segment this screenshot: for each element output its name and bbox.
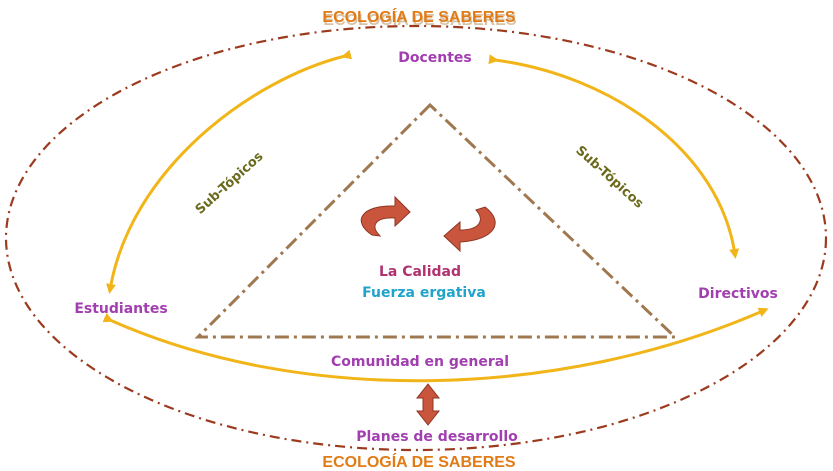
fuerza-label: Fuerza ergativa	[362, 285, 486, 301]
subtopics-right-label: Sub-Tópicos	[573, 143, 647, 212]
comunidad-label: Comunidad en general	[331, 354, 509, 370]
docentes-label: Docentes	[398, 50, 472, 66]
outer-ellipse	[4, 24, 828, 452]
planes-label: Planes de desarrollo	[356, 429, 518, 445]
arrow-docentes-estudiantes	[106, 49, 353, 294]
cycle-arrows-icon	[360, 195, 496, 253]
double-arrow-icon	[415, 383, 441, 426]
svg-text:ECOLOGÍA DE SABERES: ECOLOGÍA DE SABERES	[323, 10, 517, 29]
estudiantes-label: Estudiantes	[74, 301, 167, 317]
arrow-docentes-directivos	[488, 54, 740, 259]
directivos-label: Directivos	[698, 286, 778, 302]
subtopics-left-label: Sub-Tópicos	[193, 149, 267, 218]
center-triangle	[194, 102, 679, 339]
calidad-label: La Calidad	[379, 264, 461, 280]
arrow-estudiantes-directivos	[102, 307, 769, 383]
title-top: ECOLOGÍA DE SABERES	[322, 7, 516, 26]
title-bottom: ECOLOGÍA DE SABERES	[322, 452, 516, 471]
